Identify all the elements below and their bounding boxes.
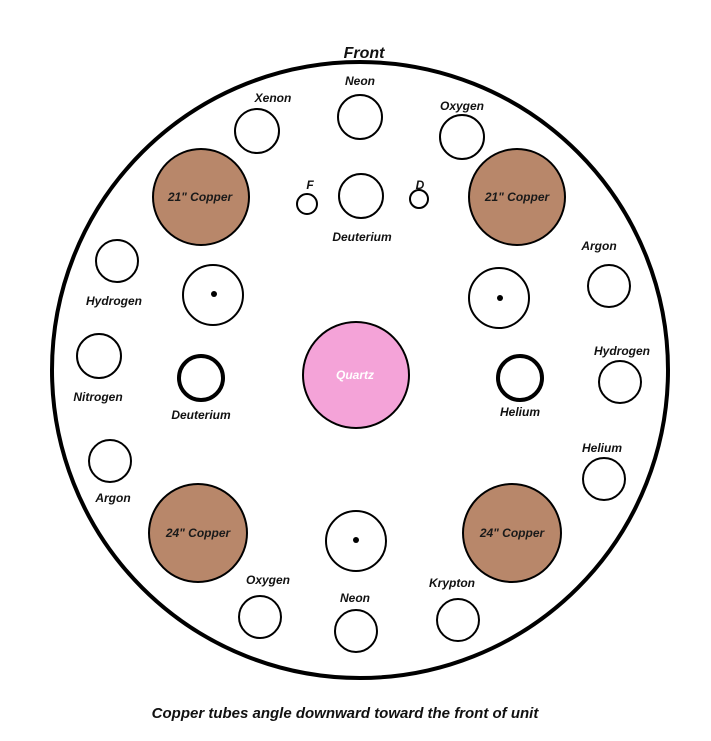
argon-left-label: Argon <box>94 491 130 505</box>
neon-top-tube <box>337 94 383 140</box>
nitrogen-label: Nitrogen <box>73 390 122 404</box>
upper-right-tube-center-dot <box>497 295 503 301</box>
deuterium-mid-tube <box>177 354 225 402</box>
krypton-tube <box>436 598 480 642</box>
oxygen-bottom-label: Oxygen <box>246 573 290 587</box>
copper-24-right-label: 24" Copper <box>479 526 546 540</box>
deuterium-top-tube <box>338 173 384 219</box>
helium-mid-tube <box>496 354 544 402</box>
quartz-tube <box>302 321 410 429</box>
neon-bottom-label: Neon <box>340 591 370 605</box>
hydrogen-right-tube <box>598 360 642 404</box>
copper-21-left-label: 21" Copper <box>167 190 234 204</box>
lower-tube-center-dot <box>353 537 359 543</box>
copper-24-left-tube <box>148 483 248 583</box>
helium-right-tube <box>582 457 626 501</box>
xenon-label: Xenon <box>254 91 292 105</box>
helium-mid-label: Helium <box>500 405 540 419</box>
deuterium-mid-label: Deuterium <box>171 408 231 422</box>
copper-24-right-tube <box>462 483 562 583</box>
housing-outline <box>50 60 670 680</box>
oxygen-bottom-tube <box>238 595 282 639</box>
hydrogen-left-label: Hydrogen <box>86 294 142 308</box>
copper-24-left-label: 24" Copper <box>165 526 232 540</box>
helium-right-label: Helium <box>582 441 622 455</box>
xenon-tube <box>234 108 280 154</box>
f-port <box>296 193 318 215</box>
neon-top-label: Neon <box>345 74 375 88</box>
upper-left-tube-center-dot <box>211 291 217 297</box>
quartz-label: Quartz <box>336 368 374 382</box>
argon-right-tube <box>587 264 631 308</box>
argon-right-label: Argon <box>580 239 616 253</box>
copper-21-right-tube <box>468 148 566 246</box>
nitrogen-tube <box>76 333 122 379</box>
front-label: Front <box>344 45 386 62</box>
oxygen-top-label: Oxygen <box>440 99 484 113</box>
copper-21-right-label: 21" Copper <box>484 190 551 204</box>
deuterium-top-label: Deuterium <box>332 230 392 244</box>
neon-bottom-tube <box>334 609 378 653</box>
krypton-label: Krypton <box>429 576 475 590</box>
d-label: D <box>416 178 425 192</box>
hydrogen-left-tube <box>95 239 139 283</box>
copper-21-left-tube <box>152 148 250 246</box>
f-label: F <box>306 178 314 192</box>
d-port <box>409 189 429 209</box>
caption: Copper tubes angle downward toward the f… <box>152 705 540 722</box>
oxygen-top-tube <box>439 114 485 160</box>
hydrogen-right-label: Hydrogen <box>594 344 650 358</box>
argon-left-tube <box>88 439 132 483</box>
